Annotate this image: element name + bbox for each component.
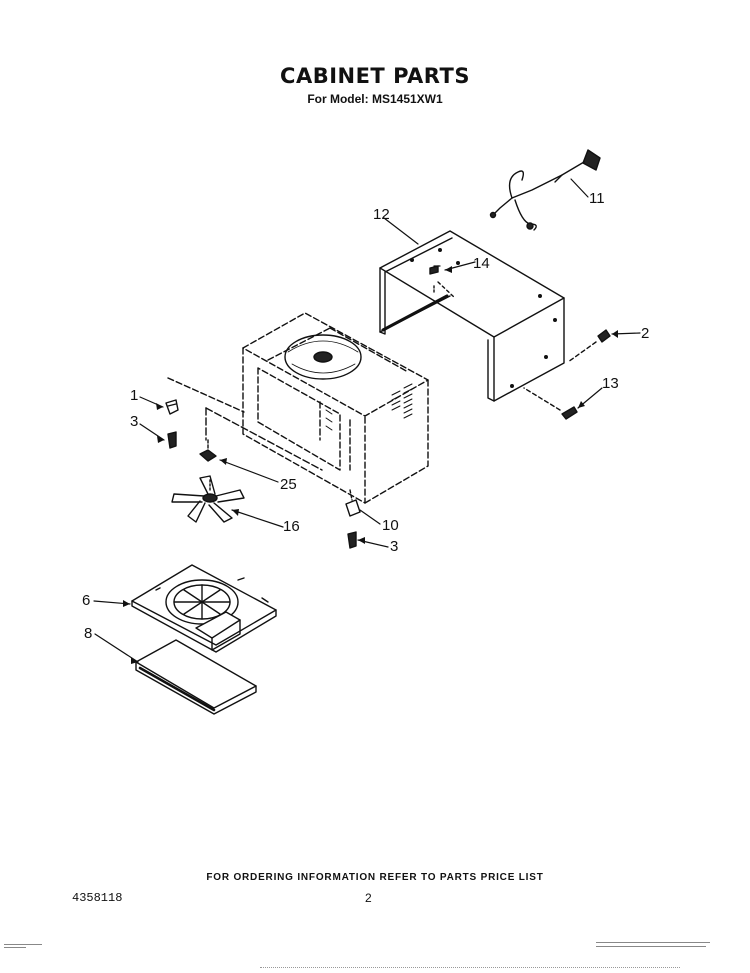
- callout-10: 10: [382, 517, 399, 534]
- callout-12: 12: [373, 206, 390, 223]
- callout-3-left: 3: [130, 413, 139, 430]
- screw-part-13: [523, 387, 578, 420]
- chassis-vent-slots: [325, 383, 413, 431]
- document-part-number: 4358118: [72, 891, 123, 905]
- screw-part-3-right: [347, 531, 357, 549]
- door-outline: [205, 407, 323, 471]
- bottom-plate-part-8: [135, 639, 257, 715]
- callout-11: 11: [589, 190, 605, 207]
- fine-print-right: [596, 940, 712, 954]
- callout-25: 25: [280, 476, 297, 493]
- callout-1: 1: [130, 387, 139, 404]
- leader-lines: [93, 178, 641, 663]
- model-subtitle: For Model: MS1451XW1: [307, 92, 443, 106]
- base-plate-part-6: [131, 564, 277, 653]
- bottom-edge-marks: [260, 967, 680, 970]
- power-cord-part-11: [489, 149, 601, 231]
- callout-3-right: 3: [390, 538, 399, 555]
- fine-print-left: [4, 942, 44, 950]
- callout-13: 13: [602, 375, 619, 392]
- fan-blade-part-16: [171, 475, 245, 523]
- oven-chassis: [242, 312, 429, 504]
- screw-part-2: [567, 329, 611, 363]
- ordering-note: FOR ORDERING INFORMATION REFER TO PARTS …: [206, 872, 544, 883]
- foot-part-1: [165, 399, 179, 415]
- foot-part-10: [345, 489, 361, 517]
- screw-part-3-left: [167, 431, 177, 449]
- page-number: 2: [365, 891, 372, 905]
- coupler-part-25: [199, 439, 217, 462]
- callout-16: 16: [283, 518, 300, 535]
- callout-2: 2: [641, 325, 650, 342]
- callout-6: 6: [82, 592, 91, 609]
- callout-14: 14: [473, 255, 490, 272]
- callout-8: 8: [84, 625, 93, 642]
- outer-cabinet-part-12: [379, 230, 565, 402]
- screw-part-14: [429, 265, 456, 299]
- leader-arrowheads: [123, 266, 618, 664]
- page-title: CABINET PARTS: [280, 64, 470, 88]
- turntable-plate: [284, 334, 362, 380]
